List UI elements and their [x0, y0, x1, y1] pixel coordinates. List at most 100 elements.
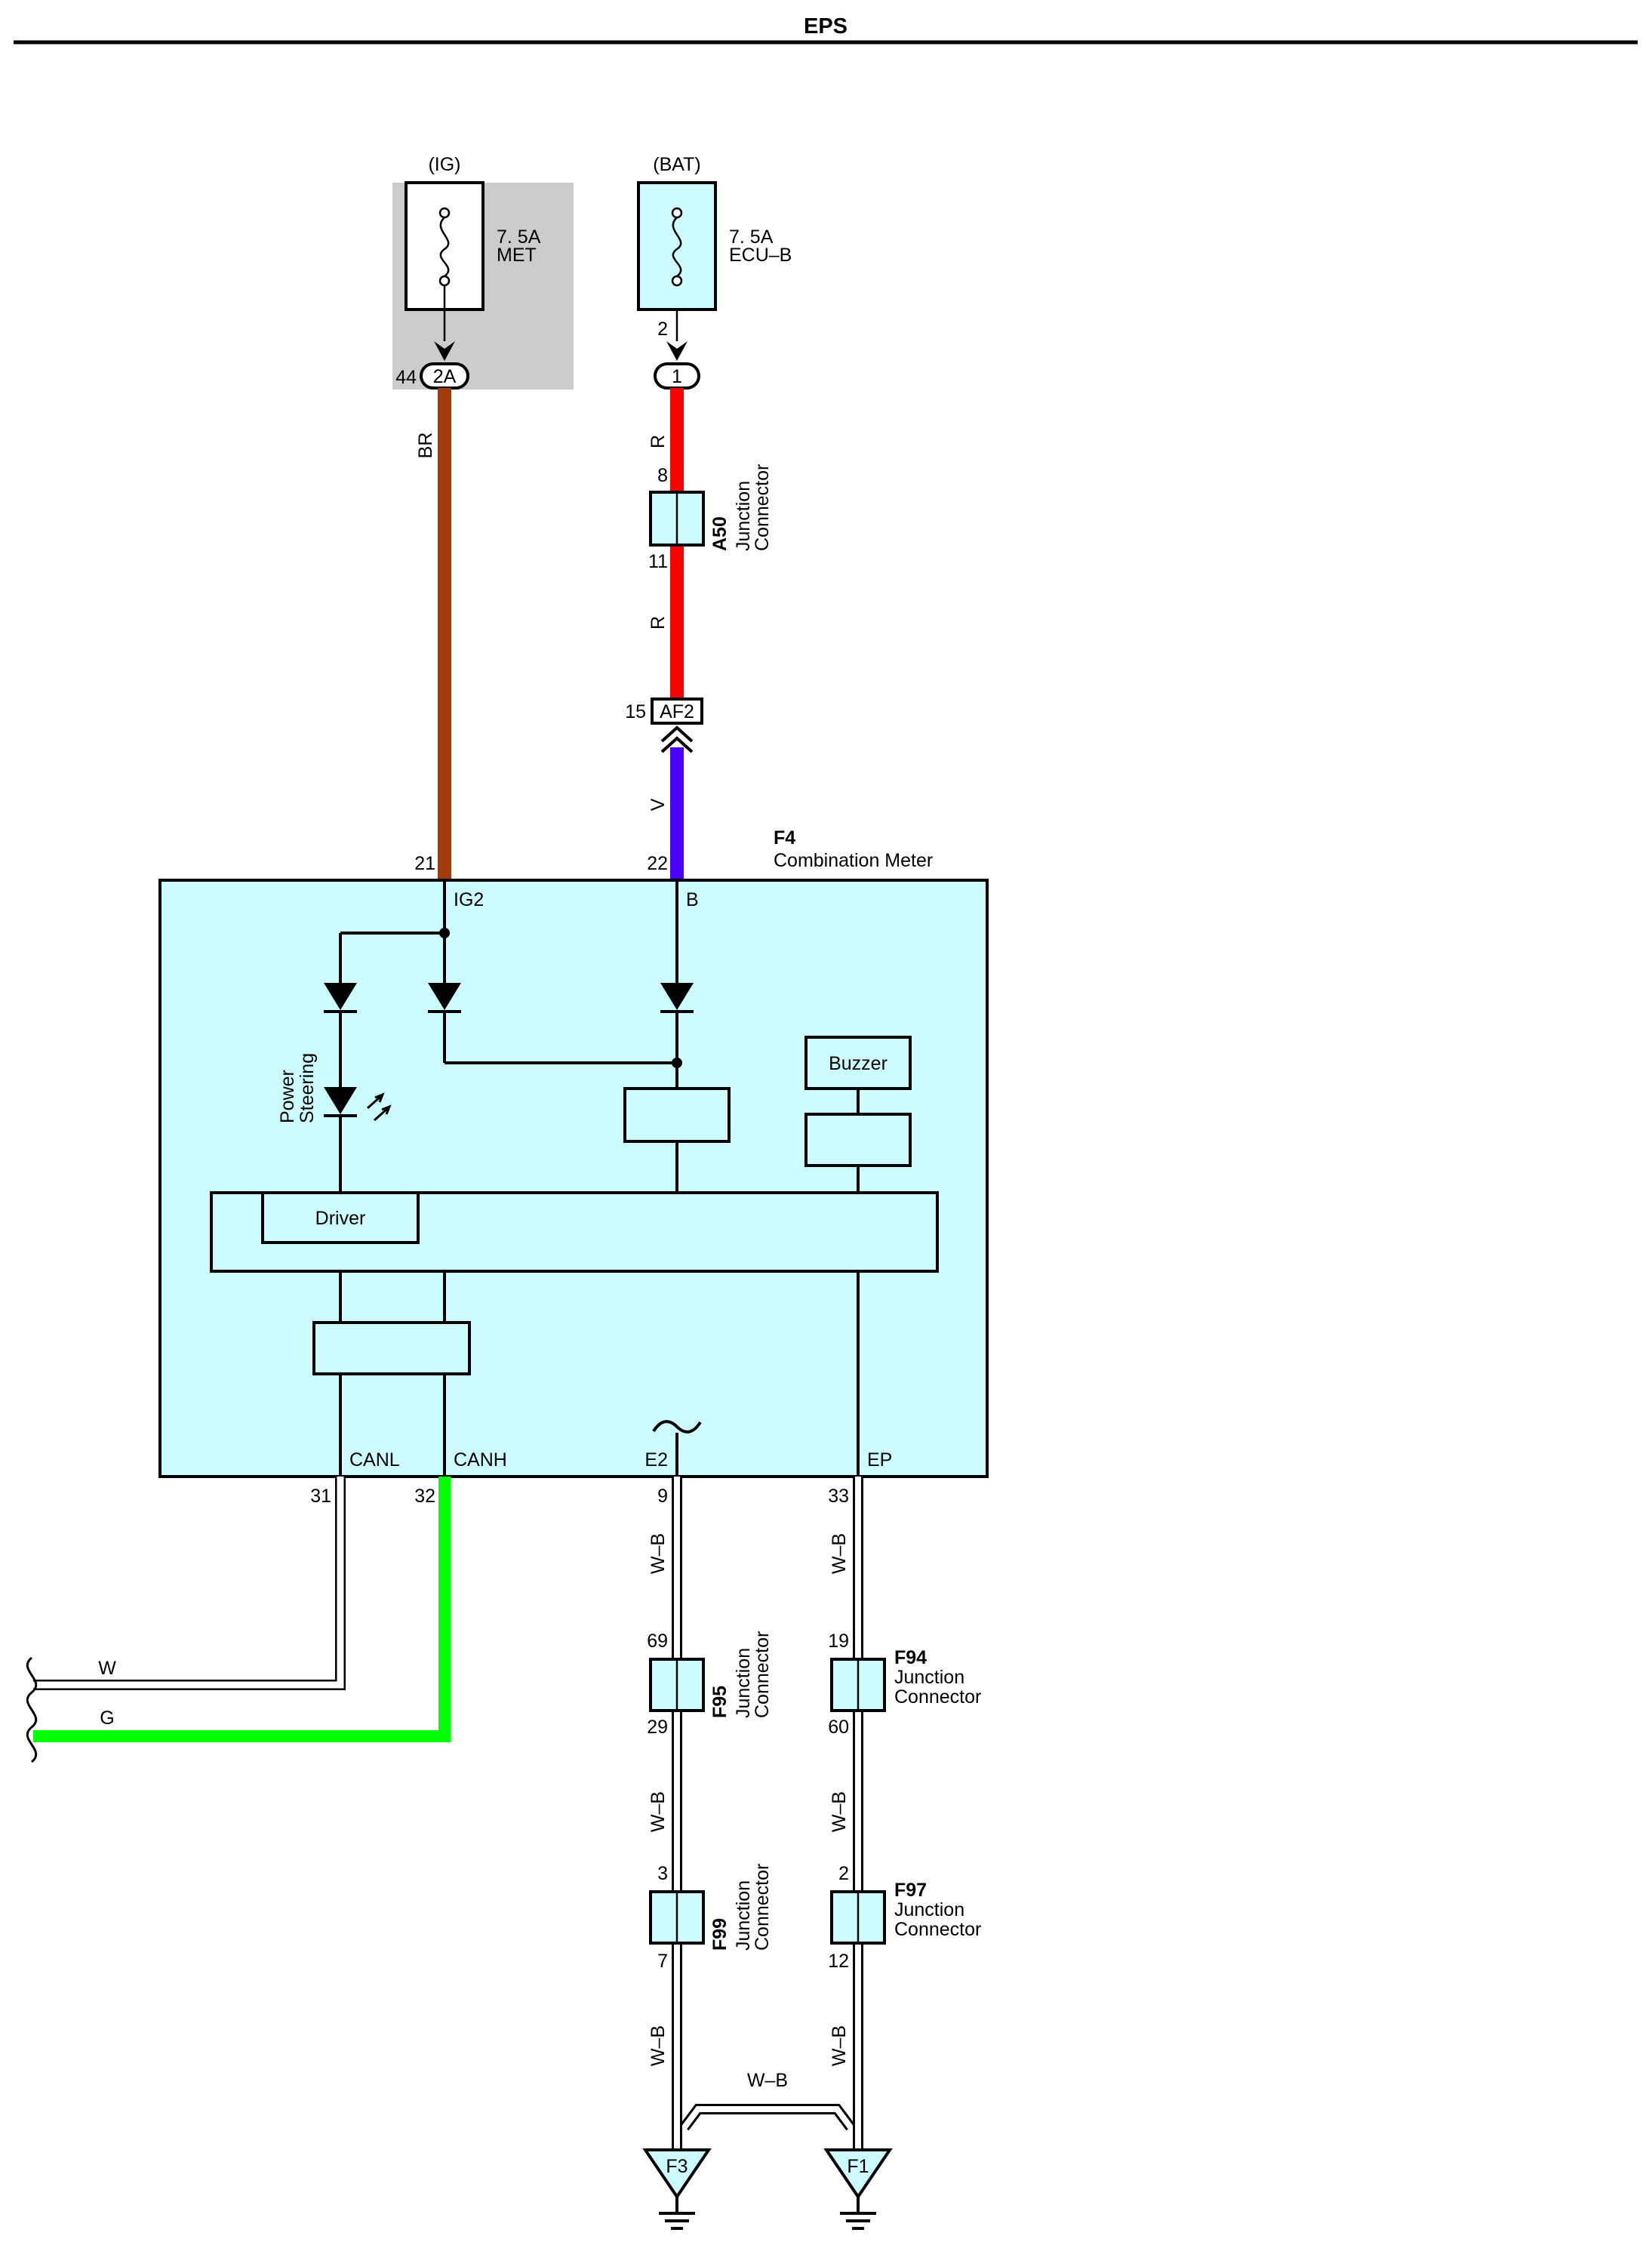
junction-f95: 69 29 F95 Junction Connector: [647, 1631, 773, 1738]
junction-a50-pin-top: 8: [657, 465, 668, 486]
e2-ground-path: W–B W–B W–B: [648, 1477, 682, 2162]
meter-pin-ep: 33: [828, 1486, 849, 1507]
ground-f1: F1: [823, 2148, 893, 2230]
wire-wb-e2-label-2: W–B: [648, 1791, 669, 1832]
ground-f3-symbol-icon: [642, 2148, 712, 2200]
driver-box: [261, 1191, 420, 1244]
junction-a50-label1: Junction: [733, 481, 754, 551]
power-steering-label-2: Steering: [297, 1053, 318, 1123]
junction-f94: 19 60 F94 Junction Connector: [828, 1631, 981, 1738]
fuse-ecu-b: (BAT) 7. 5A ECU–B 2 1: [637, 154, 792, 390]
junction-f97-label1: Junction: [894, 1899, 964, 1920]
meter-term-b: B: [686, 889, 699, 910]
power-steering-led-icon: [324, 1087, 357, 1114]
fuse-met-connector-arrow-icon: [434, 341, 455, 361]
junction-f99-pin-bottom: 7: [657, 1951, 668, 1972]
wire-wb-e2-label-1: W–B: [648, 1533, 669, 1574]
meter-pin-b: 22: [647, 853, 668, 874]
meter-term-canh: CANH: [454, 1449, 507, 1471]
fuse-ecu-b-connector-arrow-icon: [666, 341, 688, 361]
ep-ground-path: W–B W–B W–B: [829, 1477, 863, 2162]
junction-f97-code: F97: [894, 1880, 927, 1901]
fuse-ecu-b-rating: 7. 5A: [729, 226, 774, 248]
ground-f1-symbol-icon: [823, 2148, 893, 2200]
junction-f94-pin-bottom: 60: [828, 1717, 849, 1738]
ground-f3: F3: [642, 2148, 712, 2230]
connector-af2-pin: 15: [625, 701, 646, 722]
fuse-met-pin: 44: [395, 367, 417, 388]
wire-wb-bridge: [681, 2106, 854, 2130]
connector-1-label: 1: [672, 366, 682, 387]
wire-wb-ep-label-1: W–B: [829, 1533, 850, 1574]
wire-g-label: G: [100, 1708, 114, 1729]
wire-break-icon: [26, 1656, 38, 1763]
junction-f95-pin-top: 69: [647, 1631, 668, 1652]
junction-a50-code: A50: [709, 516, 731, 551]
wire-v-label: V: [648, 798, 669, 811]
junction-f97-pin-top: 2: [838, 1863, 849, 1884]
meter-pin-canl: 31: [310, 1486, 331, 1507]
fuse-ecu-b-source: (BAT): [653, 154, 700, 175]
junction-f99: 3 7 F99 Junction Connector: [649, 1863, 773, 1972]
junction-f99-code: F99: [709, 1918, 731, 1951]
fuse-met-source: (IG): [428, 154, 460, 175]
connector-af2-code: AF2: [660, 701, 694, 722]
meter-pin-ig2: 21: [414, 853, 435, 874]
junction-a50-pin-bottom: 11: [648, 551, 668, 572]
diode-middle-icon: [428, 983, 461, 1010]
junction-f95-pin-bottom: 29: [647, 1717, 668, 1738]
wire-br-label: BR: [415, 433, 436, 459]
can-transceiver-block: [312, 1321, 471, 1375]
meter-name: Combination Meter: [774, 850, 933, 871]
junction-f94-pin-top: 19: [828, 1631, 849, 1652]
buzzer-label: Buzzer: [829, 1053, 888, 1074]
junction-f95-label1: Junction: [733, 1648, 754, 1718]
meter-term-canl: CANL: [349, 1449, 400, 1471]
led-light-rays-icon: [367, 1092, 392, 1122]
ground-f3-label: F3: [666, 2156, 688, 2177]
wire-r-lower-label: R: [648, 616, 669, 630]
meter-term-ig2: IG2: [454, 889, 484, 910]
junction-f94-label2: Connector: [894, 1686, 981, 1708]
junction-f99-label2: Connector: [752, 1864, 773, 1951]
wire-wb-bridge-label: W–B: [747, 2070, 788, 2091]
meter-term-ep: EP: [867, 1449, 892, 1471]
diode-right-icon: [660, 983, 694, 1010]
wire-r-upper-label: R: [648, 435, 669, 448]
fuse-ecu-b-box: [637, 181, 717, 311]
wire-w: [33, 1477, 344, 1689]
junction-a50: 8 11 A50 Junction Connector: [648, 464, 773, 572]
connector-af2-chevron-icon: [660, 725, 694, 753]
fuse-ecu-b-element-icon: [672, 217, 682, 277]
combination-meter-box: [158, 879, 989, 1478]
power-steering-label-1: Power: [277, 1070, 298, 1123]
connector-af2: AF2 15: [625, 698, 703, 753]
wire-wb-ep-label-2: W–B: [829, 1791, 850, 1832]
junction-f97: 2 12 F97 Junction Connector: [828, 1863, 981, 1972]
page-title: EPS: [804, 14, 848, 38]
fuse-ecu-b-name: ECU–B: [729, 245, 792, 266]
fuse-ecu-b-pin: 2: [657, 319, 668, 340]
junction-f99-pin-top: 3: [657, 1863, 668, 1884]
junction-f95-label2: Connector: [752, 1631, 773, 1718]
meter-pin-e2: 9: [657, 1486, 668, 1507]
meter-pin-canh: 32: [414, 1486, 435, 1507]
wire-w-label: W: [98, 1658, 116, 1679]
meter-term-e2: E2: [644, 1449, 668, 1471]
meter-main-controller: [210, 1191, 939, 1273]
e2-tilde-icon: [652, 1420, 702, 1434]
junction-a50-label2: Connector: [752, 464, 773, 551]
junction-f95-code: F95: [709, 1686, 731, 1718]
fuse-met-name: MET: [497, 245, 537, 266]
wire-g: [33, 1477, 451, 1742]
driver-label: Driver: [315, 1208, 366, 1229]
fuse-met: (IG) 7. 5A MET 2A 44: [392, 154, 574, 390]
diode-left-icon: [324, 983, 357, 1010]
fuse-met-rating: 7. 5A: [497, 226, 541, 248]
wire-wb-ep-label-3: W–B: [829, 2025, 850, 2066]
fuse-met-element-icon: [439, 217, 450, 277]
junction-f99-label1: Junction: [733, 1880, 754, 1951]
junction-f97-pin-bottom: 12: [828, 1951, 849, 1972]
junction-f94-code: F94: [894, 1647, 927, 1668]
